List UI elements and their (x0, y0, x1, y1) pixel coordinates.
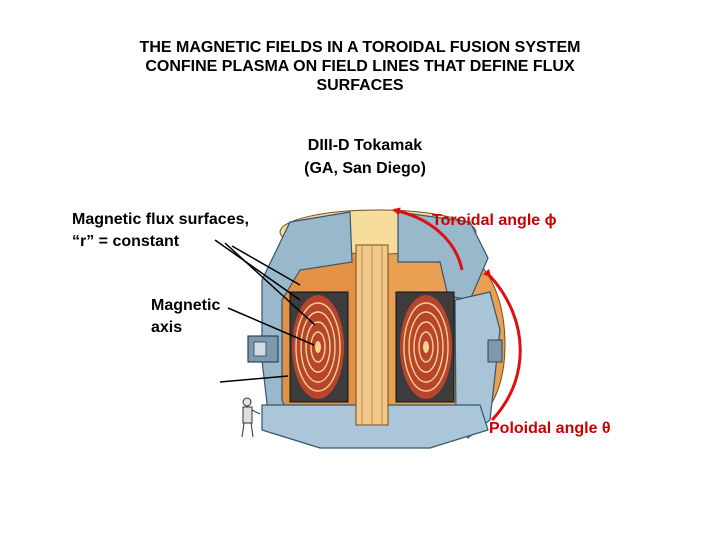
base-pointer (219, 375, 289, 383)
right-plasma-cross-section (395, 291, 455, 403)
flux-surfaces-label: Magnetic flux surfaces, “r” = constant (72, 209, 249, 253)
device-name: DIII-D Tokamak (307, 137, 423, 154)
page-title: THE MAGNETIC FIELDS IN A TOROIDAL FUSION… (60, 38, 660, 95)
toroidal-angle-arrow (392, 207, 464, 271)
flux-surfaces-label-line-2: “r” = constant (72, 233, 180, 250)
device-caption: DIII-D Tokamak (GA, San Diego) (240, 134, 490, 180)
magnetic-axis-label-line-1: Magnetic (151, 297, 221, 314)
magnetic-axis-label-line-2: axis (151, 319, 183, 336)
title-line-1: THE MAGNETIC FIELDS IN A TOROIDAL FUSION… (139, 39, 581, 56)
tokamak-vessel (247, 209, 506, 449)
person-scale-figure (241, 397, 261, 438)
title-line-2: CONFINE PLASMA ON FIELD LINES THAT DEFIN… (145, 58, 575, 75)
poloidal-angle-label: Poloidal angle θ (489, 420, 611, 437)
magnetic-axis-pointer (227, 307, 315, 346)
device-location: (GA, San Diego) (304, 160, 426, 177)
poloidal-angle-arrow (483, 268, 522, 422)
flux-surface-pointers (214, 239, 316, 326)
title-line-3: SURFACES (316, 77, 404, 94)
magnetic-axis-label: Magnetic axis (151, 295, 220, 339)
left-plasma-cross-section (289, 291, 349, 403)
toroidal-angle-label: Toroidal angle ϕ (432, 212, 557, 229)
flux-surfaces-label-line-1: Magnetic flux surfaces, (72, 211, 249, 228)
